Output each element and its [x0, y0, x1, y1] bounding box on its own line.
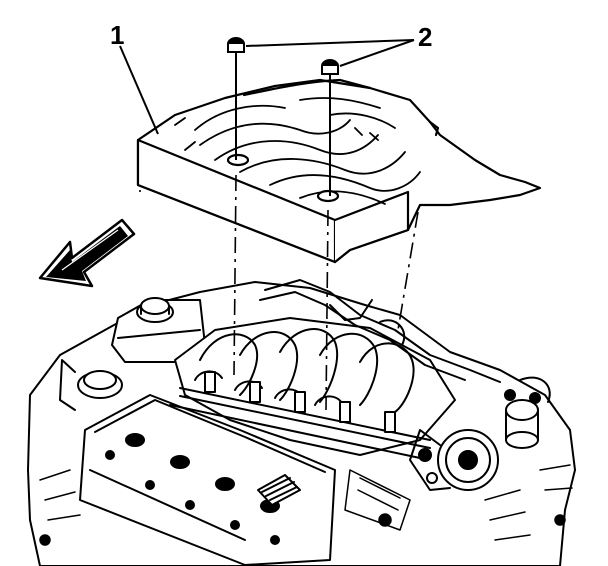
engine-sight-shield — [136, 78, 542, 264]
engine-assembly — [27, 279, 576, 566]
shield-mount-boss-right — [316, 189, 340, 203]
sight-shield-nuts — [227, 37, 339, 196]
install-guide-lines — [139, 174, 419, 411]
front-arrow-icon — [38, 218, 136, 288]
oil-fill-cap — [59, 359, 123, 411]
valve-cover-left — [79, 394, 336, 566]
engine-detail-lines — [39, 464, 573, 546]
leader-1 — [119, 45, 159, 135]
throttle-body — [409, 429, 499, 491]
upper-hoses — [259, 279, 551, 403]
callout-label-1: 1 — [110, 20, 125, 50]
coolant-reservoir — [111, 297, 206, 363]
leader-2a — [245, 39, 415, 47]
egr-valve — [504, 389, 541, 449]
leader-2b — [339, 39, 415, 67]
shield-mount-boss-left — [226, 153, 250, 167]
callout-leaders — [119, 39, 415, 135]
nut-right — [321, 59, 339, 196]
shield-ribs — [174, 97, 421, 205]
fuel-rail — [169, 371, 431, 459]
callout-label-2: 2 — [418, 22, 433, 52]
nut-left — [227, 37, 245, 160]
